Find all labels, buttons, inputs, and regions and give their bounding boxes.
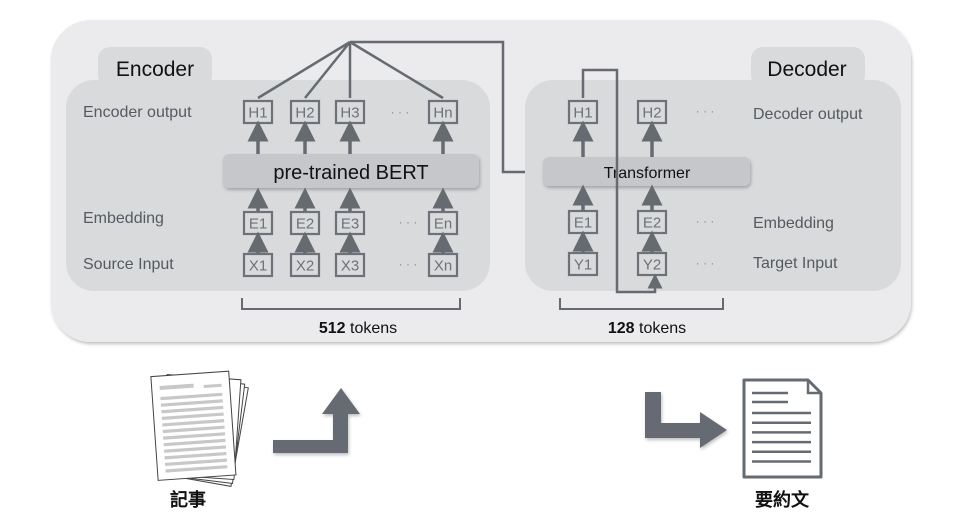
decoder-output-ellipsis: · · · (696, 104, 715, 118)
document-icon (742, 378, 823, 479)
source-to-encoder-arrow-icon (273, 388, 360, 453)
decoder-tab (751, 47, 865, 87)
encoder-embedding-ellipsis: · · · (399, 215, 418, 229)
encoder-output-ellipsis: · · · (391, 105, 410, 119)
encoder-output-label: Encoder output (83, 104, 192, 121)
source-input-token-label: X2 (296, 258, 314, 275)
encoder-output-token: Hn (427, 99, 459, 125)
encoder-token-unit: tokens (346, 320, 398, 337)
decoder-token-number: 128 (608, 320, 635, 337)
source-input-token-label: Xn (434, 258, 452, 275)
source-input-token: X3 (334, 252, 366, 278)
encoder-input-label: Source Input (83, 256, 174, 273)
encoder-embedding-token: E3 (334, 210, 366, 236)
bert-label: pre-trained BERT (273, 162, 428, 184)
decoder-token-unit: tokens (635, 320, 687, 337)
source-input-token-label: X3 (341, 258, 359, 275)
encoder-output-token: H2 (289, 99, 321, 125)
decoder-to-summary-arrow-icon (645, 392, 727, 448)
encoder-output-token-label: Hn (433, 105, 452, 122)
decoder-section: Decoder Decoder output Embedding Target … (525, 47, 901, 337)
source-article-label: 記事 (170, 489, 206, 510)
source-input-token: X2 (289, 252, 321, 278)
transformer-block (543, 157, 750, 186)
decoder-input-ellipsis: · · · (696, 256, 715, 270)
source-input-token: Xn (427, 252, 459, 278)
encoder-output-connectors (257, 40, 444, 100)
decoder-embedding-label: Embedding (753, 215, 834, 232)
encoder-output-token-label: H3 (340, 105, 359, 122)
decoder-output-token-label: H1 (573, 105, 592, 122)
decoder-embedding-ellipsis: · · · (696, 214, 715, 228)
decoder-embedding-token: E2 (636, 209, 668, 235)
encoder-output-token: H1 (242, 99, 274, 125)
decoder-token-bracket (559, 298, 724, 310)
source-input-token-label: X1 (249, 258, 267, 275)
encoder-embedding-token: E2 (289, 210, 321, 236)
encoder-embedding-token: En (427, 210, 459, 236)
decoder-feedback-arrow (581, 68, 663, 294)
decoder-output-token: H1 (567, 99, 599, 125)
decoder-output-label: Decoder output (753, 106, 863, 123)
summary-label: 要約文 (755, 489, 810, 510)
decoder-token-count: 128 tokens (608, 320, 686, 337)
decoder-input-label: Target Input (753, 255, 838, 272)
encoder-embedding-label: Embedding (83, 210, 164, 227)
encoder-token-bracket (241, 298, 461, 310)
encoder-tab (98, 47, 212, 87)
encoder-token-number: 512 (319, 320, 346, 337)
bert-block (223, 154, 479, 188)
encoder-token-count: 512 tokens (319, 320, 397, 337)
encoder-output-token-label: H1 (248, 105, 267, 122)
documents-stack-icon (150, 370, 249, 487)
encoder-section: Encoder Encoder output Embedding Source … (66, 40, 490, 337)
encoder-title: Encoder (116, 58, 194, 81)
decoder-embedding-token: E1 (567, 209, 599, 235)
encoder-input-ellipsis: · · · (399, 257, 418, 271)
encoder-to-decoder-arrow (350, 40, 548, 180)
source-input-token: X1 (242, 252, 274, 278)
decoder-output-token: H2 (636, 99, 668, 125)
encoder-embedding-token-label: E3 (341, 216, 359, 233)
encoder-embedding-token: E1 (242, 210, 274, 236)
target-input-token-label: Y2 (643, 257, 661, 274)
target-input-token: Y2 (636, 251, 668, 277)
decoder-embedding-token-label: E2 (643, 215, 661, 232)
decoder-title: Decoder (767, 58, 846, 81)
encoder-embedding-token-label: E2 (296, 216, 314, 233)
transformer-label: Transformer (604, 165, 691, 182)
encoder-embedding-token-label: En (434, 216, 452, 233)
encoder-embedding-token-label: E1 (249, 216, 267, 233)
target-input-token: Y1 (567, 251, 599, 277)
encoder-output-token-label: H2 (295, 105, 314, 122)
target-input-token-label: Y1 (574, 257, 592, 274)
encoder-output-token: H3 (334, 99, 366, 125)
decoder-embedding-token-label: E1 (574, 215, 592, 232)
decoder-output-token-label: H2 (642, 105, 661, 122)
